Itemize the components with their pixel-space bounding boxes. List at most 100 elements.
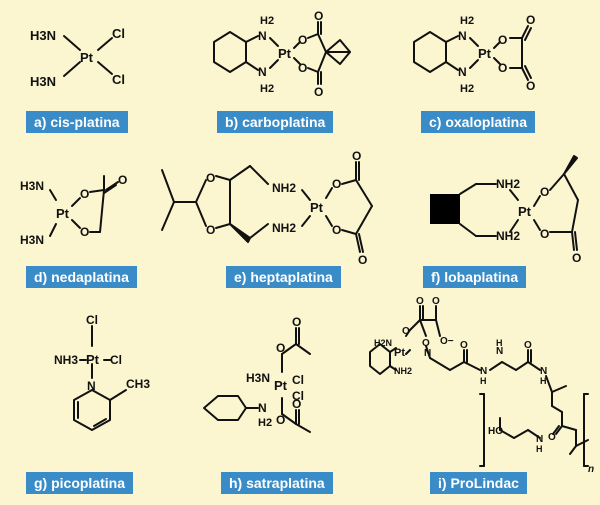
atom-label: O [206, 223, 215, 237]
atom-label: NH2 [496, 229, 520, 243]
atom-label: Pt [310, 200, 324, 215]
structure-heptaplatin: O O NH2 NH2 Pt O O O O [161, 149, 373, 267]
compound-label: h) satraplatina [221, 472, 333, 494]
atom-label: O [118, 173, 127, 187]
atom-label: NH2 [272, 181, 296, 195]
atom-label: O [526, 13, 535, 27]
atom-label: H2 [260, 83, 274, 95]
atom-label: O [352, 149, 361, 163]
atom-label: H3N [246, 371, 270, 385]
atom-label: Cl [292, 373, 304, 387]
structure-carboplatin: H2 N Pt N H2 O O O O [213, 9, 351, 99]
atom-label: O [540, 185, 549, 199]
structure-satraplatin: O O H3N Pt Cl Cl N H2 O O [203, 315, 311, 433]
compound-oxaliplatin: H2 N Pt N H2 O O O O [400, 0, 600, 140]
atom-label: O [298, 61, 307, 75]
atom-label: N [258, 29, 267, 43]
atom-label: O [422, 338, 430, 349]
atom-label: Cl [112, 26, 125, 41]
atom-label: O [416, 296, 424, 307]
structure-prolindac: O O O O− H2N Pt NH2 O N O N H N H O N H … [369, 296, 594, 475]
atom-label: N [536, 434, 543, 445]
atom-label: O [548, 432, 556, 443]
atom-label: O [314, 85, 323, 99]
atom-label: H3N [30, 74, 56, 89]
compound-nedaplatin: H3N H3N Pt O O O [0, 140, 150, 290]
compound-label: b) carboplatina [217, 111, 334, 133]
atom-label: O [540, 227, 549, 241]
atom-label: HO [488, 426, 503, 437]
atom-label: H2 [460, 83, 474, 95]
atom-label: Cl [292, 389, 304, 403]
atom-label: N [424, 348, 431, 359]
atom-label: Pt [278, 46, 292, 61]
atom-label: N [258, 65, 267, 79]
atom-label: CH3 [126, 377, 150, 391]
atom-label: H2N [374, 338, 392, 348]
atom-label: O [432, 296, 440, 307]
atom-label: N [458, 29, 467, 43]
atom-label: O [298, 33, 307, 47]
atom-label: H3N [20, 179, 44, 193]
atom-label: n [588, 464, 594, 475]
atom-label: N [540, 366, 547, 377]
atom-label: O [460, 340, 468, 351]
atom-label: N [480, 366, 487, 377]
atom-label: Pt [80, 50, 94, 65]
compound-satraplatin: O O H3N Pt Cl Cl N H2 O O [180, 290, 360, 505]
atom-label: O [498, 61, 507, 75]
atom-label: O [292, 397, 301, 411]
structure-nedaplatin: H3N H3N Pt O O O [20, 173, 127, 247]
atom-label: Cl [86, 313, 98, 327]
atom-label: H3N [30, 28, 56, 43]
compound-heptaplatin: O O NH2 NH2 Pt O O O O [150, 140, 400, 290]
atom-label: Cl [110, 353, 122, 367]
atom-label: H [540, 376, 547, 386]
atom-label: Pt [274, 378, 288, 393]
atom-label: O [292, 315, 301, 329]
atom-label: H [496, 338, 503, 348]
atom-label: O− [440, 336, 454, 347]
atom-label: O [332, 223, 341, 237]
atom-label: H2 [460, 15, 474, 27]
compound-label: g) picoplatina [26, 472, 133, 494]
atom-label: O [358, 253, 367, 267]
structure-oxaliplatin: H2 N Pt N H2 O O O O [413, 13, 535, 95]
compound-label: i) ProLindac [430, 472, 527, 494]
compound-picoplatin: Cl NH3 Pt Cl N CH3 [0, 290, 180, 505]
atom-label: H [480, 376, 487, 386]
structure-cisplatin: H3N H3N Pt Cl Cl [30, 26, 125, 89]
compound-label: d) nedaplatina [26, 266, 137, 288]
atom-label: O [402, 326, 410, 337]
structure-picoplatin: Cl NH3 Pt Cl N CH3 [54, 313, 150, 431]
atom-label: NH3 [54, 353, 78, 367]
compound-carboplatin: H2 N Pt N H2 O O O O [200, 0, 400, 140]
atom-label: O [80, 187, 89, 201]
atom-label: Pt [56, 206, 70, 221]
compound-label: a) cis-platina [26, 111, 128, 133]
atom-label: NH2 [496, 177, 520, 191]
structure-lobaplatin: NH2 NH2 Pt O O O [430, 155, 581, 265]
compound-label: e) heptaplatina [226, 266, 341, 288]
atom-label: O [206, 171, 215, 185]
atom-label: Pt [478, 46, 492, 61]
atom-label: O [80, 225, 89, 239]
atom-label: Pt [86, 352, 100, 367]
atom-label: O [332, 177, 341, 191]
atom-label: Pt [394, 347, 405, 359]
atom-label: O [572, 251, 581, 265]
atom-label: O [526, 79, 535, 93]
atom-label: O [314, 9, 323, 23]
compound-label: f) lobaplatina [423, 266, 527, 288]
atom-label: NH2 [272, 221, 296, 235]
atom-label: Cl [112, 72, 125, 87]
compound-lobaplatin: NH2 NH2 Pt O O O [400, 140, 600, 290]
atom-label: H2 [260, 15, 274, 27]
atom-label: O [498, 33, 507, 47]
compound-label: c) oxaloplatina [421, 111, 536, 133]
atom-label: H [536, 444, 543, 454]
atom-label: N [458, 65, 467, 79]
compound-prolindac: O O O O− H2N Pt NH2 O N O N H N H O N H … [340, 290, 600, 505]
atom-label: N [87, 379, 96, 393]
